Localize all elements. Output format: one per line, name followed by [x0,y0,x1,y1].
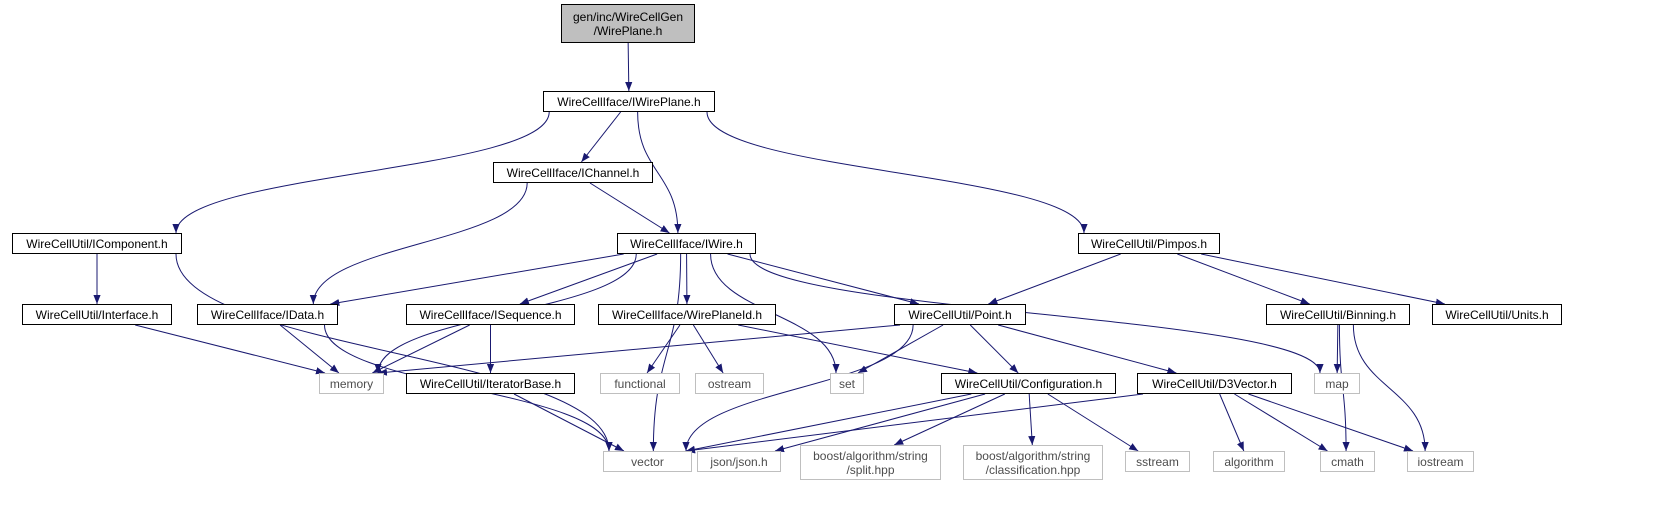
node-label: boost/algorithm/string /classification.h… [975,448,1091,477]
node-label: WireCellUtil/Binning.h [1279,307,1397,322]
edge-d3vector-to-iostream [1248,393,1414,452]
node-isequence[interactable]: WireCellIface/ISequence.h [406,304,575,325]
node-interface[interactable]: WireCellUtil/Interface.h [22,304,172,325]
node-label: WireCellUtil/Interface.h [35,307,159,322]
edge-binning-to-iostream [1352,324,1429,452]
edge-configuration-to-vector [685,393,972,453]
node-label: boost/algorithm/string /split.hpp [813,448,928,477]
edge-ichannel-to-iwire [589,182,670,234]
node-algorithm: algorithm [1213,451,1285,472]
node-label: WireCellUtil/Point.h [908,307,1012,322]
edge-iwire-to-map [749,253,1324,374]
edge-pimpos-to-binning [1177,253,1310,305]
edge-iwireplane-to-ichannel [581,111,621,163]
node-label: vector [631,454,664,469]
node-label: WireCellUtil/Units.h [1445,307,1549,322]
edge-d3vector-to-vector [685,393,1144,454]
node-configuration[interactable]: WireCellUtil/Configuration.h [941,373,1116,394]
node-label: WireCellUtil/IteratorBase.h [419,376,562,391]
node-label: WireCellUtil/D3Vector.h [1152,376,1277,391]
node-label: functional [614,376,666,391]
node-wireplaneid[interactable]: WireCellIface/WirePlaneId.h [598,304,776,325]
node-label: set [838,376,855,391]
node-icomponent[interactable]: WireCellUtil/IComponent.h [12,233,182,254]
node-label: memory [329,376,374,391]
node-functional: functional [600,373,680,394]
node-label: WireCellIface/ISequence.h [419,307,562,322]
edge-binning-to-map [1333,324,1341,374]
edge-pimpos-to-point [988,253,1121,305]
node-label: map [1325,376,1349,391]
node-split: boost/algorithm/string /split.hpp [800,445,941,480]
node-label: ostream [707,376,752,391]
edge-iwire-to-vector [649,253,682,452]
node-d3vector[interactable]: WireCellUtil/D3Vector.h [1137,373,1292,394]
node-iteratorbase[interactable]: WireCellUtil/IteratorBase.h [406,373,575,394]
edge-point-to-configuration [969,324,1019,374]
edge-iwire-to-point [727,253,920,306]
edge-point-to-d3vector [998,324,1177,375]
edge-point-to-vector [682,324,914,452]
node-label: json/json.h [710,454,768,469]
node-label: WireCellIface/IChannel.h [506,165,640,180]
edge-wireplaneid-to-ostream [692,324,724,374]
edge-icomponent-to-vector [175,253,613,452]
node-memory: memory [319,373,384,394]
node-ostream: ostream [695,373,764,394]
edge-iteratorbase-to-vector [513,393,625,452]
node-sstream: sstream [1125,451,1190,472]
edge-wireplaneid-to-functional [646,324,681,374]
edge-iwireplane-to-pimpos [706,111,1088,234]
node-cmath: cmath [1320,451,1375,472]
edge-d3vector-to-cmath [1234,393,1328,452]
node-idata[interactable]: WireCellIface/IData.h [197,304,338,325]
edge-d3vector-to-algorithm [1219,393,1245,452]
edge-iwireplane-to-icomponent [172,111,550,234]
node-label: sstream [1136,454,1179,469]
node-classification: boost/algorithm/string /classification.h… [963,445,1103,480]
edge-iwire-to-idata [330,253,624,307]
node-label: iostream [1417,454,1464,469]
edge-isequence-to-memory [372,324,470,374]
node-set: set [830,373,864,394]
node-iwire[interactable]: WireCellIface/IWire.h [617,233,756,254]
node-label: WireCellUtil/Pimpos.h [1090,236,1208,251]
node-pimpos[interactable]: WireCellUtil/Pimpos.h [1078,233,1220,254]
edge-configuration-to-classification [1028,393,1036,446]
edge-iwireplane-to-iwire [637,111,682,234]
edge-interface-to-memory [135,324,326,375]
node-label: WireCellUtil/IComponent.h [26,236,168,251]
edge-configuration-to-split [893,393,1006,446]
node-label: WireCellIface/IWirePlane.h [557,94,701,109]
node-label: WireCellIface/IData.h [210,307,325,322]
node-ichannel[interactable]: WireCellIface/IChannel.h [493,162,653,183]
node-map: map [1314,373,1360,394]
node-vector: vector [603,451,692,472]
node-label: gen/inc/WireCellGen /WirePlane.h [572,9,684,38]
node-label: algorithm [1224,454,1274,469]
node-root[interactable]: gen/inc/WireCellGen /WirePlane.h [561,4,695,43]
node-iwireplane[interactable]: WireCellIface/IWirePlane.h [543,91,715,112]
node-json: json/json.h [697,451,781,472]
edge-root-to-iwireplane [625,42,633,92]
node-label: cmath [1331,454,1364,469]
edge-point-to-memory [377,324,901,376]
edge-wireplaneid-to-configuration [738,324,978,375]
edge-ichannel-to-idata [309,182,528,305]
node-label: WireCellIface/WirePlaneId.h [611,307,763,322]
node-label: WireCellUtil/Configuration.h [954,376,1103,391]
edge-pimpos-to-units [1201,253,1445,306]
node-units[interactable]: WireCellUtil/Units.h [1432,304,1562,325]
node-point[interactable]: WireCellUtil/Point.h [894,304,1026,325]
edge-configuration-to-json [774,393,986,453]
edge-idata-to-memory [279,324,340,374]
node-iostream: iostream [1407,451,1474,472]
node-label: WireCellIface/IWire.h [630,236,743,251]
node-binning[interactable]: WireCellUtil/Binning.h [1266,304,1410,325]
